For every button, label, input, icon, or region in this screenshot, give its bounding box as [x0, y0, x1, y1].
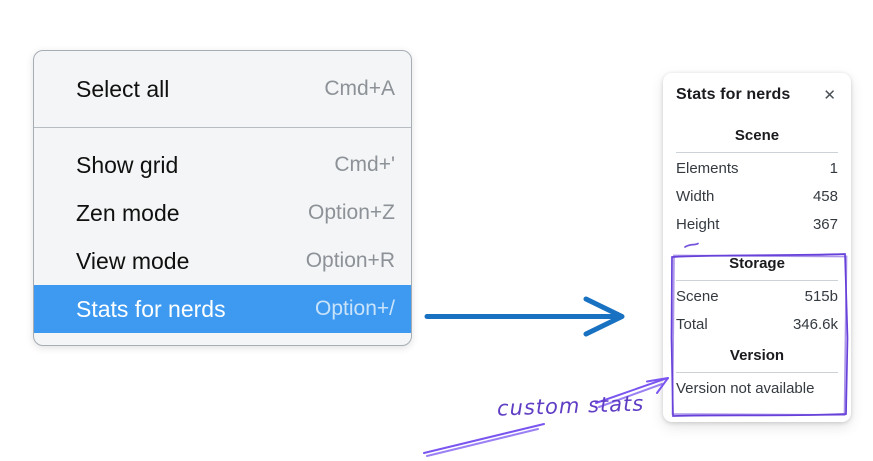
- menu-item-label: Stats for nerds: [76, 295, 226, 322]
- stat-value: 515b: [804, 288, 838, 305]
- stats-section-scene: Scene Elements 1 Width 458 Height 367: [676, 127, 838, 239]
- stat-label: Height: [676, 216, 720, 233]
- stat-label: Elements: [676, 160, 739, 177]
- stats-section-version: Version Version not available: [676, 347, 838, 401]
- section-separator: [676, 152, 838, 153]
- menu-divider: [34, 127, 411, 128]
- section-separator: [676, 280, 838, 281]
- menu-item-zen-mode[interactable]: Zen mode Option+Z: [34, 189, 411, 237]
- version-note: Version not available: [676, 380, 815, 397]
- stats-panel-title: Stats for nerds: [676, 86, 791, 103]
- menu-item-label: Zen mode: [76, 199, 180, 226]
- section-heading: Version: [729, 347, 785, 364]
- menu-item-shortcut: Option+R: [305, 249, 395, 272]
- stat-value: 1: [829, 160, 838, 177]
- blue-arrow-icon: [424, 296, 625, 337]
- section-heading: Storage: [729, 255, 785, 272]
- menu-item-view-mode[interactable]: View mode Option+R: [34, 237, 411, 285]
- stat-row-width: Width 458: [676, 183, 838, 211]
- stat-row-height: Height 367: [676, 211, 838, 239]
- stat-row-elements: Elements 1: [676, 155, 838, 183]
- context-menu: Select all Cmd+A Show grid Cmd+' Zen mod…: [33, 50, 412, 346]
- stats-panel: Stats for nerds ✕ Scene Elements 1 Width…: [663, 73, 851, 422]
- section-heading: Scene: [734, 127, 780, 144]
- stat-value: 346.6k: [792, 316, 838, 333]
- menu-item-label: Select all: [76, 75, 170, 102]
- menu-item-show-grid[interactable]: Show grid Cmd+': [34, 141, 411, 189]
- menu-item-label: Show grid: [76, 151, 179, 178]
- custom-stats-annotation: custom stats: [496, 391, 645, 421]
- menu-item-label: View mode: [76, 247, 190, 274]
- menu-item-select-all[interactable]: Select all Cmd+A: [34, 65, 411, 113]
- stat-value: 458: [812, 188, 838, 205]
- stat-label: Width: [676, 188, 715, 205]
- menu-item-stats-for-nerds[interactable]: Stats for nerds Option+/: [34, 285, 411, 333]
- stats-panel-header: Stats for nerds ✕: [676, 85, 838, 105]
- stat-row-total-storage: Total 346.6k: [676, 311, 838, 339]
- stat-label: Total: [676, 316, 708, 333]
- close-icon[interactable]: ✕: [823, 86, 836, 104]
- section-separator: [676, 372, 838, 373]
- menu-item-shortcut: Option+Z: [308, 201, 395, 224]
- menu-item-shortcut: Cmd+': [334, 153, 395, 176]
- stat-row-scene-storage: Scene 515b: [676, 283, 838, 311]
- menu-group-bottom: Show grid Cmd+' Zen mode Option+Z View m…: [34, 128, 411, 345]
- menu-group-top: Select all Cmd+A: [34, 51, 411, 127]
- stat-label: Scene: [676, 288, 719, 305]
- stats-section-storage: Storage Scene 515b Total 346.6k: [676, 255, 838, 339]
- menu-item-shortcut: Cmd+A: [324, 77, 395, 100]
- menu-item-shortcut: Option+/: [315, 297, 395, 320]
- stat-value: 367: [812, 216, 838, 233]
